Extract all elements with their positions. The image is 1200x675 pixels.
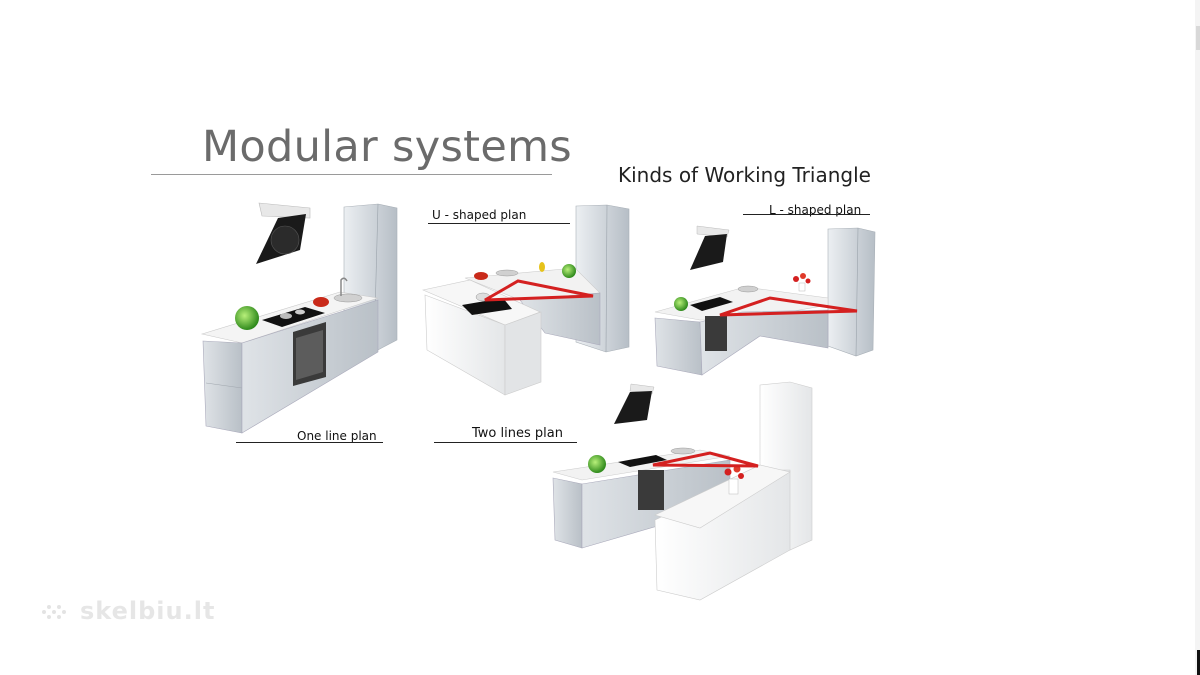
one-line-kitchen [200,202,398,434]
range-hood-icon [614,383,655,424]
one-line-plan-label: One line plan [297,429,377,443]
two-lines-plan-label: Two lines plan [472,426,563,441]
range-hood-icon [690,225,730,270]
u-shaped-plan-label: U - shaped plan [432,208,527,222]
cooktop-icon [462,298,512,315]
scrollbar-thumb[interactable] [1196,26,1200,50]
two-lines-plan-rule [434,442,577,443]
plant-icon [562,264,576,278]
scrollbar-track[interactable] [1195,0,1200,675]
faucet-icon [737,285,759,293]
two-lines-kitchen [552,381,813,601]
faucet-icon [495,269,519,277]
flower-vase-icon [793,273,811,292]
l-shaped-kitchen [654,225,876,376]
l-shaped-plan-label: L - shaped plan [769,203,862,217]
l-working-triangle [719,296,858,317]
two-lines-working-triangle [652,451,759,468]
scrollbar-corner [1197,650,1200,675]
cooktop-icon [618,455,667,467]
one-line-plan-rule [236,442,383,443]
cooktop-icon [262,307,325,327]
faucet-icon [670,447,696,455]
range-hood-icon [256,202,311,264]
watermark-text: skelbiu.lt [80,597,216,625]
plant-icon [235,306,259,330]
oven-icon [638,470,664,510]
u-working-triangle [484,279,594,302]
slide-subtitle: Kinds of Working Triangle [618,163,871,187]
cooktop-icon [690,297,733,311]
watermark-logo-icon [42,605,66,619]
u-shaped-plan-rule [428,223,570,224]
page-title: Modular systems [202,122,572,172]
title-divider [151,174,552,175]
oven-icon [705,316,727,351]
faucet-icon [333,277,363,303]
oven-icon [293,322,326,386]
plant-icon [674,297,688,311]
l-shaped-plan-rule [743,214,870,215]
plant-icon [588,455,606,473]
u-shaped-kitchen [422,204,630,396]
